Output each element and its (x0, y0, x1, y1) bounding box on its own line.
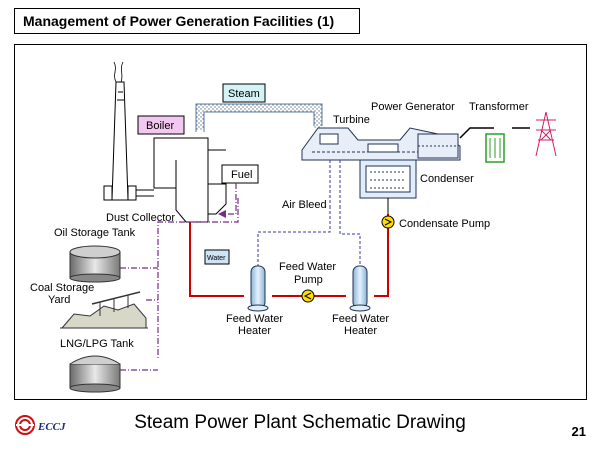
power-generator-label: Power Generator (371, 101, 455, 113)
dust-collector-label: Dust Collector (106, 212, 175, 224)
transmission-pylon (535, 111, 557, 157)
steam-pipe (196, 104, 322, 130)
oil-storage-tank-label: Oil Storage Tank (54, 227, 136, 239)
oil-storage-tank (69, 245, 121, 283)
condensate-pump-symbol (384, 218, 393, 226)
water-label: Water (207, 255, 226, 262)
transformer (485, 133, 505, 163)
coal-storage-yard-label-1: Coal Storage (30, 282, 94, 294)
eccj-logo (15, 415, 35, 435)
fuel-label: Fuel (231, 169, 252, 181)
steam-label: Steam (228, 88, 260, 100)
feed-water-line (374, 214, 389, 297)
fuel-label-box (221, 164, 259, 184)
condenser (359, 159, 417, 214)
feed-water-heater-left (247, 265, 269, 312)
condenser-label: Condenser (420, 173, 474, 185)
power-generator (417, 133, 459, 159)
coal-storage-yard-label-2: Yard (48, 294, 70, 306)
feed-water-pump (301, 289, 315, 303)
boiler (136, 137, 227, 223)
fw-heater-right-label-2: Heater (344, 325, 377, 337)
fuel-arrow (218, 210, 226, 218)
fw-heater-left-label-1: Feed Water (226, 313, 283, 325)
water-label-box (204, 249, 230, 265)
steam-pipe-outline (195, 103, 323, 132)
turbine-label: Turbine (333, 114, 370, 126)
lng-lpg-tank-label: LNG/LPG Tank (60, 338, 134, 350)
logo-text: ECCJ (38, 421, 66, 433)
steam-label-box (222, 83, 266, 103)
chimney (103, 61, 137, 201)
fuel-supply-lines (120, 183, 239, 371)
boiler-label: Boiler (146, 120, 174, 132)
feed-water-line-3 (189, 222, 244, 297)
page-number: 21 (571, 424, 586, 439)
page-title: Management of Power Generation Facilitie… (14, 8, 360, 34)
feed-water-pump-symbol (303, 292, 312, 300)
transformer-label: Transformer (469, 101, 529, 113)
feed-water-heater-right (349, 265, 371, 312)
feed-water-pump-label-2: Pump (294, 274, 323, 286)
coal-storage-yard (60, 291, 148, 329)
slide-caption: Steam Power Plant Schematic Drawing (134, 412, 466, 433)
air-bleed-label: Air Bleed (282, 199, 327, 211)
diagram-frame (14, 44, 587, 400)
condensate-pump-label: Condensate Pump (399, 218, 490, 230)
condensate-pump (381, 215, 395, 229)
fw-heater-right-label-1: Feed Water (332, 313, 389, 325)
air-bleed-lines (257, 160, 361, 268)
power-line (459, 127, 494, 139)
fw-heater-left-label-2: Heater (238, 325, 271, 337)
feed-water-pump-label-1: Feed Water (279, 261, 336, 273)
lng-lpg-tank (69, 355, 121, 393)
boiler-label-box (137, 115, 185, 135)
